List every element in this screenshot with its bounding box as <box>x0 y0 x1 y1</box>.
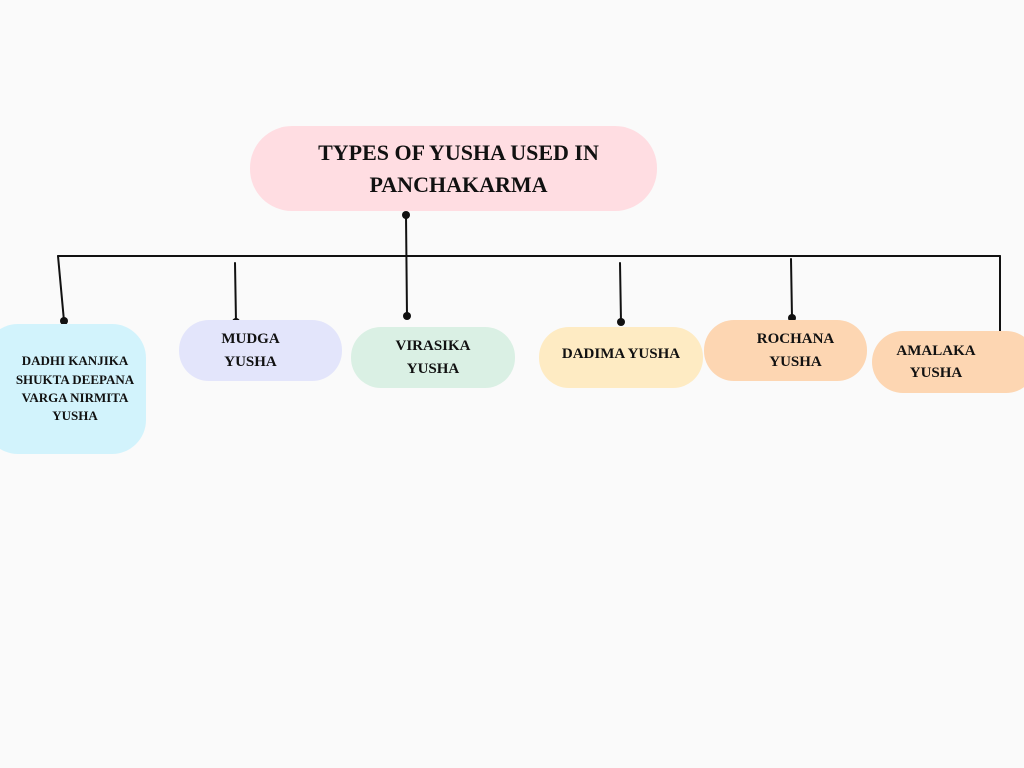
child-label: ROCHANA YUSHA <box>756 331 835 370</box>
root-stem-line <box>405 214 408 317</box>
child-node-amalaka[interactable]: AMALAKA YUSHA <box>872 331 1024 393</box>
child-label: MUDGA YUSHA <box>221 331 280 370</box>
child-label: DADHI KANJIKA SHUKTA DEEPANA VARGA NIRMI… <box>15 353 135 424</box>
root-node[interactable]: TYPES OF YUSHA USED IN PANCHAKARMA <box>250 126 657 211</box>
connector-dadima <box>619 262 622 323</box>
connector-rochana <box>790 258 793 319</box>
dadima-anchor-dot <box>617 318 625 326</box>
child-node-mudga[interactable]: MUDGA YUSHA <box>179 320 342 381</box>
virasika-anchor-dot <box>403 312 411 320</box>
child-node-dadhi-kanjika[interactable]: DADHI KANJIKA SHUKTA DEEPANA VARGA NIRMI… <box>0 324 146 454</box>
connector-dadhi <box>57 255 65 322</box>
child-label: DADIMA YUSHA <box>561 345 681 362</box>
child-node-virasika[interactable]: VIRASIKA YUSHA <box>351 327 515 388</box>
root-anchor-dot <box>402 211 410 219</box>
connector-mudga <box>234 262 237 323</box>
child-label: AMALAKA YUSHA <box>896 342 976 382</box>
child-node-dadima[interactable]: DADIMA YUSHA <box>539 327 703 388</box>
child-node-rochana[interactable]: ROCHANA YUSHA <box>704 320 867 381</box>
root-title: TYPES OF YUSHA USED IN PANCHAKARMA <box>318 139 599 197</box>
child-label: VIRASIKA YUSHA <box>395 338 471 377</box>
